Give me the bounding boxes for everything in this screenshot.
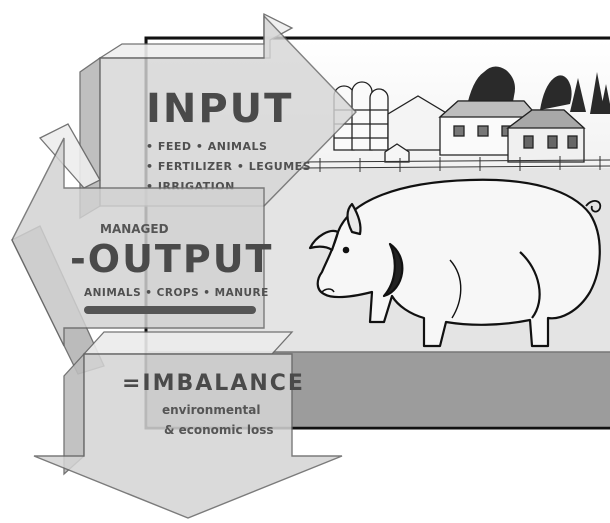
output-arrow: MANAGED -OUTPUT ANIMALS • CROPS • MANURE xyxy=(11,123,273,375)
output-managed-label: MANAGED xyxy=(100,222,169,236)
output-title: -OUTPUT xyxy=(70,237,273,281)
barns xyxy=(384,95,586,163)
input-arrow-top xyxy=(97,12,294,59)
imbalance-arrow-face xyxy=(33,353,343,519)
output-items: ANIMALS • CROPS • MANURE xyxy=(84,287,269,299)
imbalance-line-2: & economic loss xyxy=(164,423,273,437)
output-underline xyxy=(84,306,256,314)
imbalance-line-1: environmental xyxy=(162,403,260,417)
imbalance-arrow-top xyxy=(82,331,294,355)
input-line-2: • FERTILIZER • LEGUMES xyxy=(146,160,311,173)
input-line-1: • FEED • ANIMALS xyxy=(146,140,267,153)
pig-illustration xyxy=(308,178,602,348)
output-arrow-side xyxy=(38,123,101,189)
imbalance-arrow: =IMBALANCE environmental & economic loss xyxy=(33,331,343,519)
imbalance-title: =IMBALANCE xyxy=(122,371,305,396)
input-title: INPUT xyxy=(146,86,293,132)
fence xyxy=(299,156,610,172)
output-arrow-face xyxy=(11,137,265,347)
